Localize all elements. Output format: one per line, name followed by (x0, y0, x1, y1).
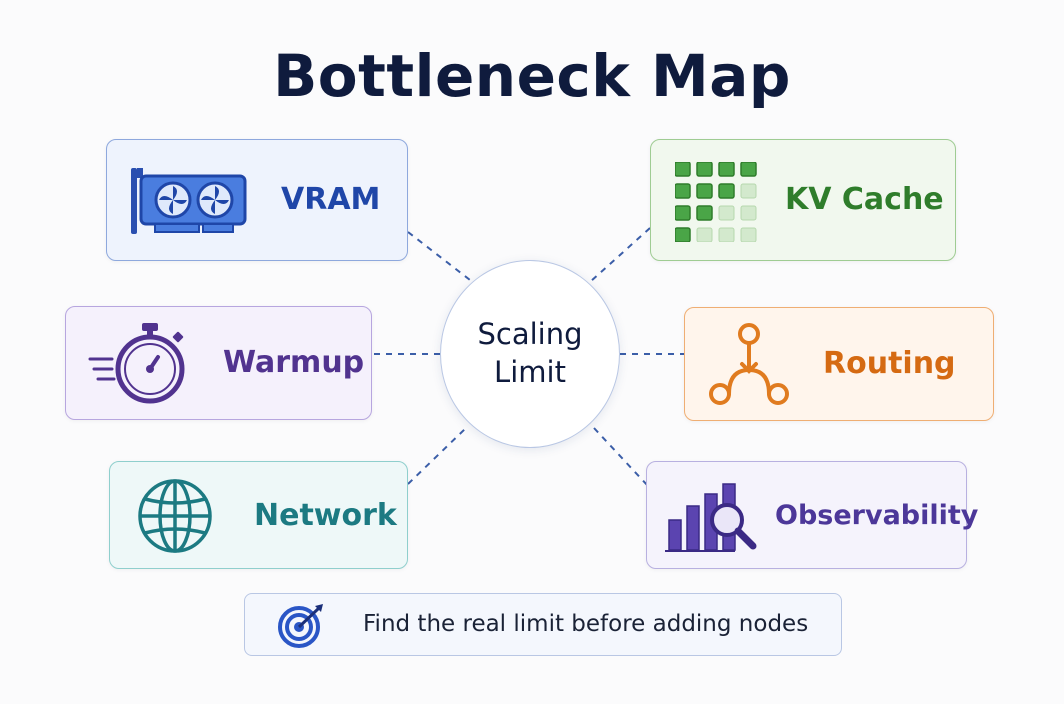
target-icon (278, 604, 323, 648)
node-vram: VRAM (106, 139, 408, 261)
footer-text: Find the real limit before adding nodes (363, 611, 809, 637)
node-label-observability: Observability (775, 500, 979, 531)
grid-blocks-icon (675, 162, 757, 242)
connector-kv-cache (589, 227, 651, 283)
node-observability: Observability (646, 461, 978, 569)
center-node: Scaling Limit (440, 260, 620, 448)
node-label-network: Network (254, 498, 397, 533)
node-label-vram: VRAM (281, 182, 381, 217)
node-kv-cache: KV Cache (650, 139, 956, 261)
node-network: Network (109, 461, 408, 569)
node-routing: Routing (684, 307, 994, 421)
routing-branch-icon (709, 323, 789, 405)
node-warmup: Warmup (65, 306, 372, 420)
chart-magnifier-icon (665, 483, 757, 552)
stopwatch-icon (88, 323, 185, 404)
node-label-routing: Routing (823, 346, 956, 381)
node-label-warmup: Warmup (223, 345, 365, 380)
page-title: Bottleneck Map (273, 42, 791, 110)
node-label-kv-cache: KV Cache (785, 182, 944, 217)
connector-network (407, 427, 467, 485)
connector-observability (593, 427, 649, 487)
center-label-line2: Limit (494, 355, 566, 389)
globe-icon (138, 479, 212, 553)
connector-vram (407, 231, 471, 281)
footer-note: Find the real limit before adding nodes (244, 593, 842, 656)
gpu-card-icon (131, 168, 247, 234)
center-label-line1: Scaling (477, 317, 583, 352)
